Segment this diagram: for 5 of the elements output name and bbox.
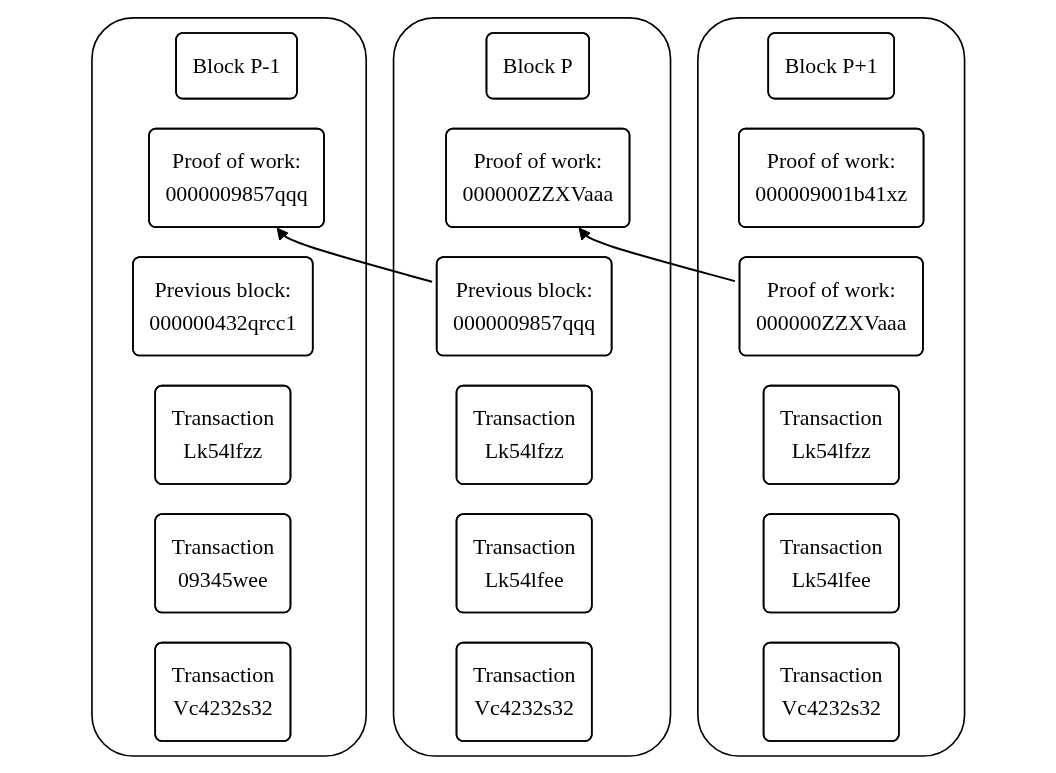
- cluster: [90, 16, 367, 757]
- arrow: [578, 227, 735, 282]
- cluster: [696, 16, 966, 757]
- arrow: [276, 227, 433, 283]
- cluster: [392, 16, 672, 757]
